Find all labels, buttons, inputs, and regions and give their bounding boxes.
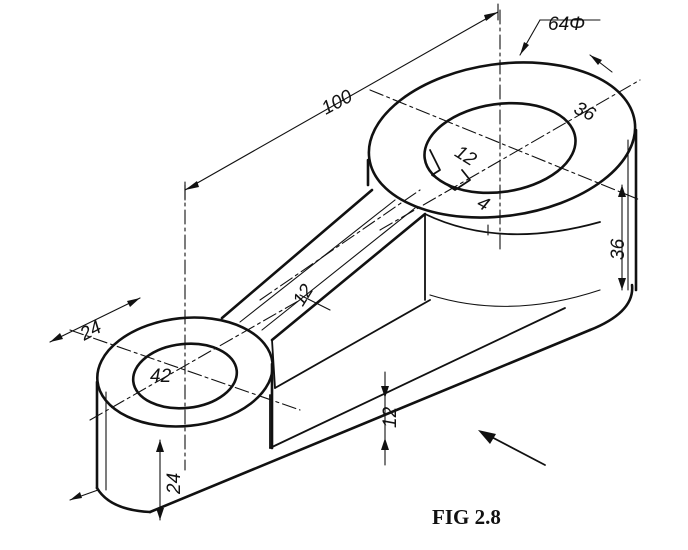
dim-small-bore: 42	[150, 366, 172, 387]
dim-small-boss-height: 24	[164, 473, 185, 495]
dim-small-boss-radius: 24	[76, 317, 105, 346]
connecting-arm	[220, 188, 427, 389]
base-plate	[148, 283, 634, 514]
dim-keyway-depth: 4	[474, 192, 493, 216]
dim-base-thickness: 12	[380, 406, 401, 428]
figure-caption: FIG 2.8	[432, 505, 501, 529]
small-boss	[95, 316, 274, 514]
view-direction-arrow	[478, 430, 546, 466]
dimension-lines	[49, 3, 626, 521]
large-boss	[366, 61, 638, 307]
dim-large-boss-diameter: 64Φ	[548, 14, 585, 35]
keyway	[429, 149, 471, 191]
dim-center-distance: 100	[318, 86, 356, 120]
centre-lines	[69, 9, 641, 471]
dim-large-bore: 36	[570, 98, 598, 126]
dim-keyway-width: 12	[451, 142, 480, 171]
dim-large-boss-height: 36	[608, 238, 629, 260]
